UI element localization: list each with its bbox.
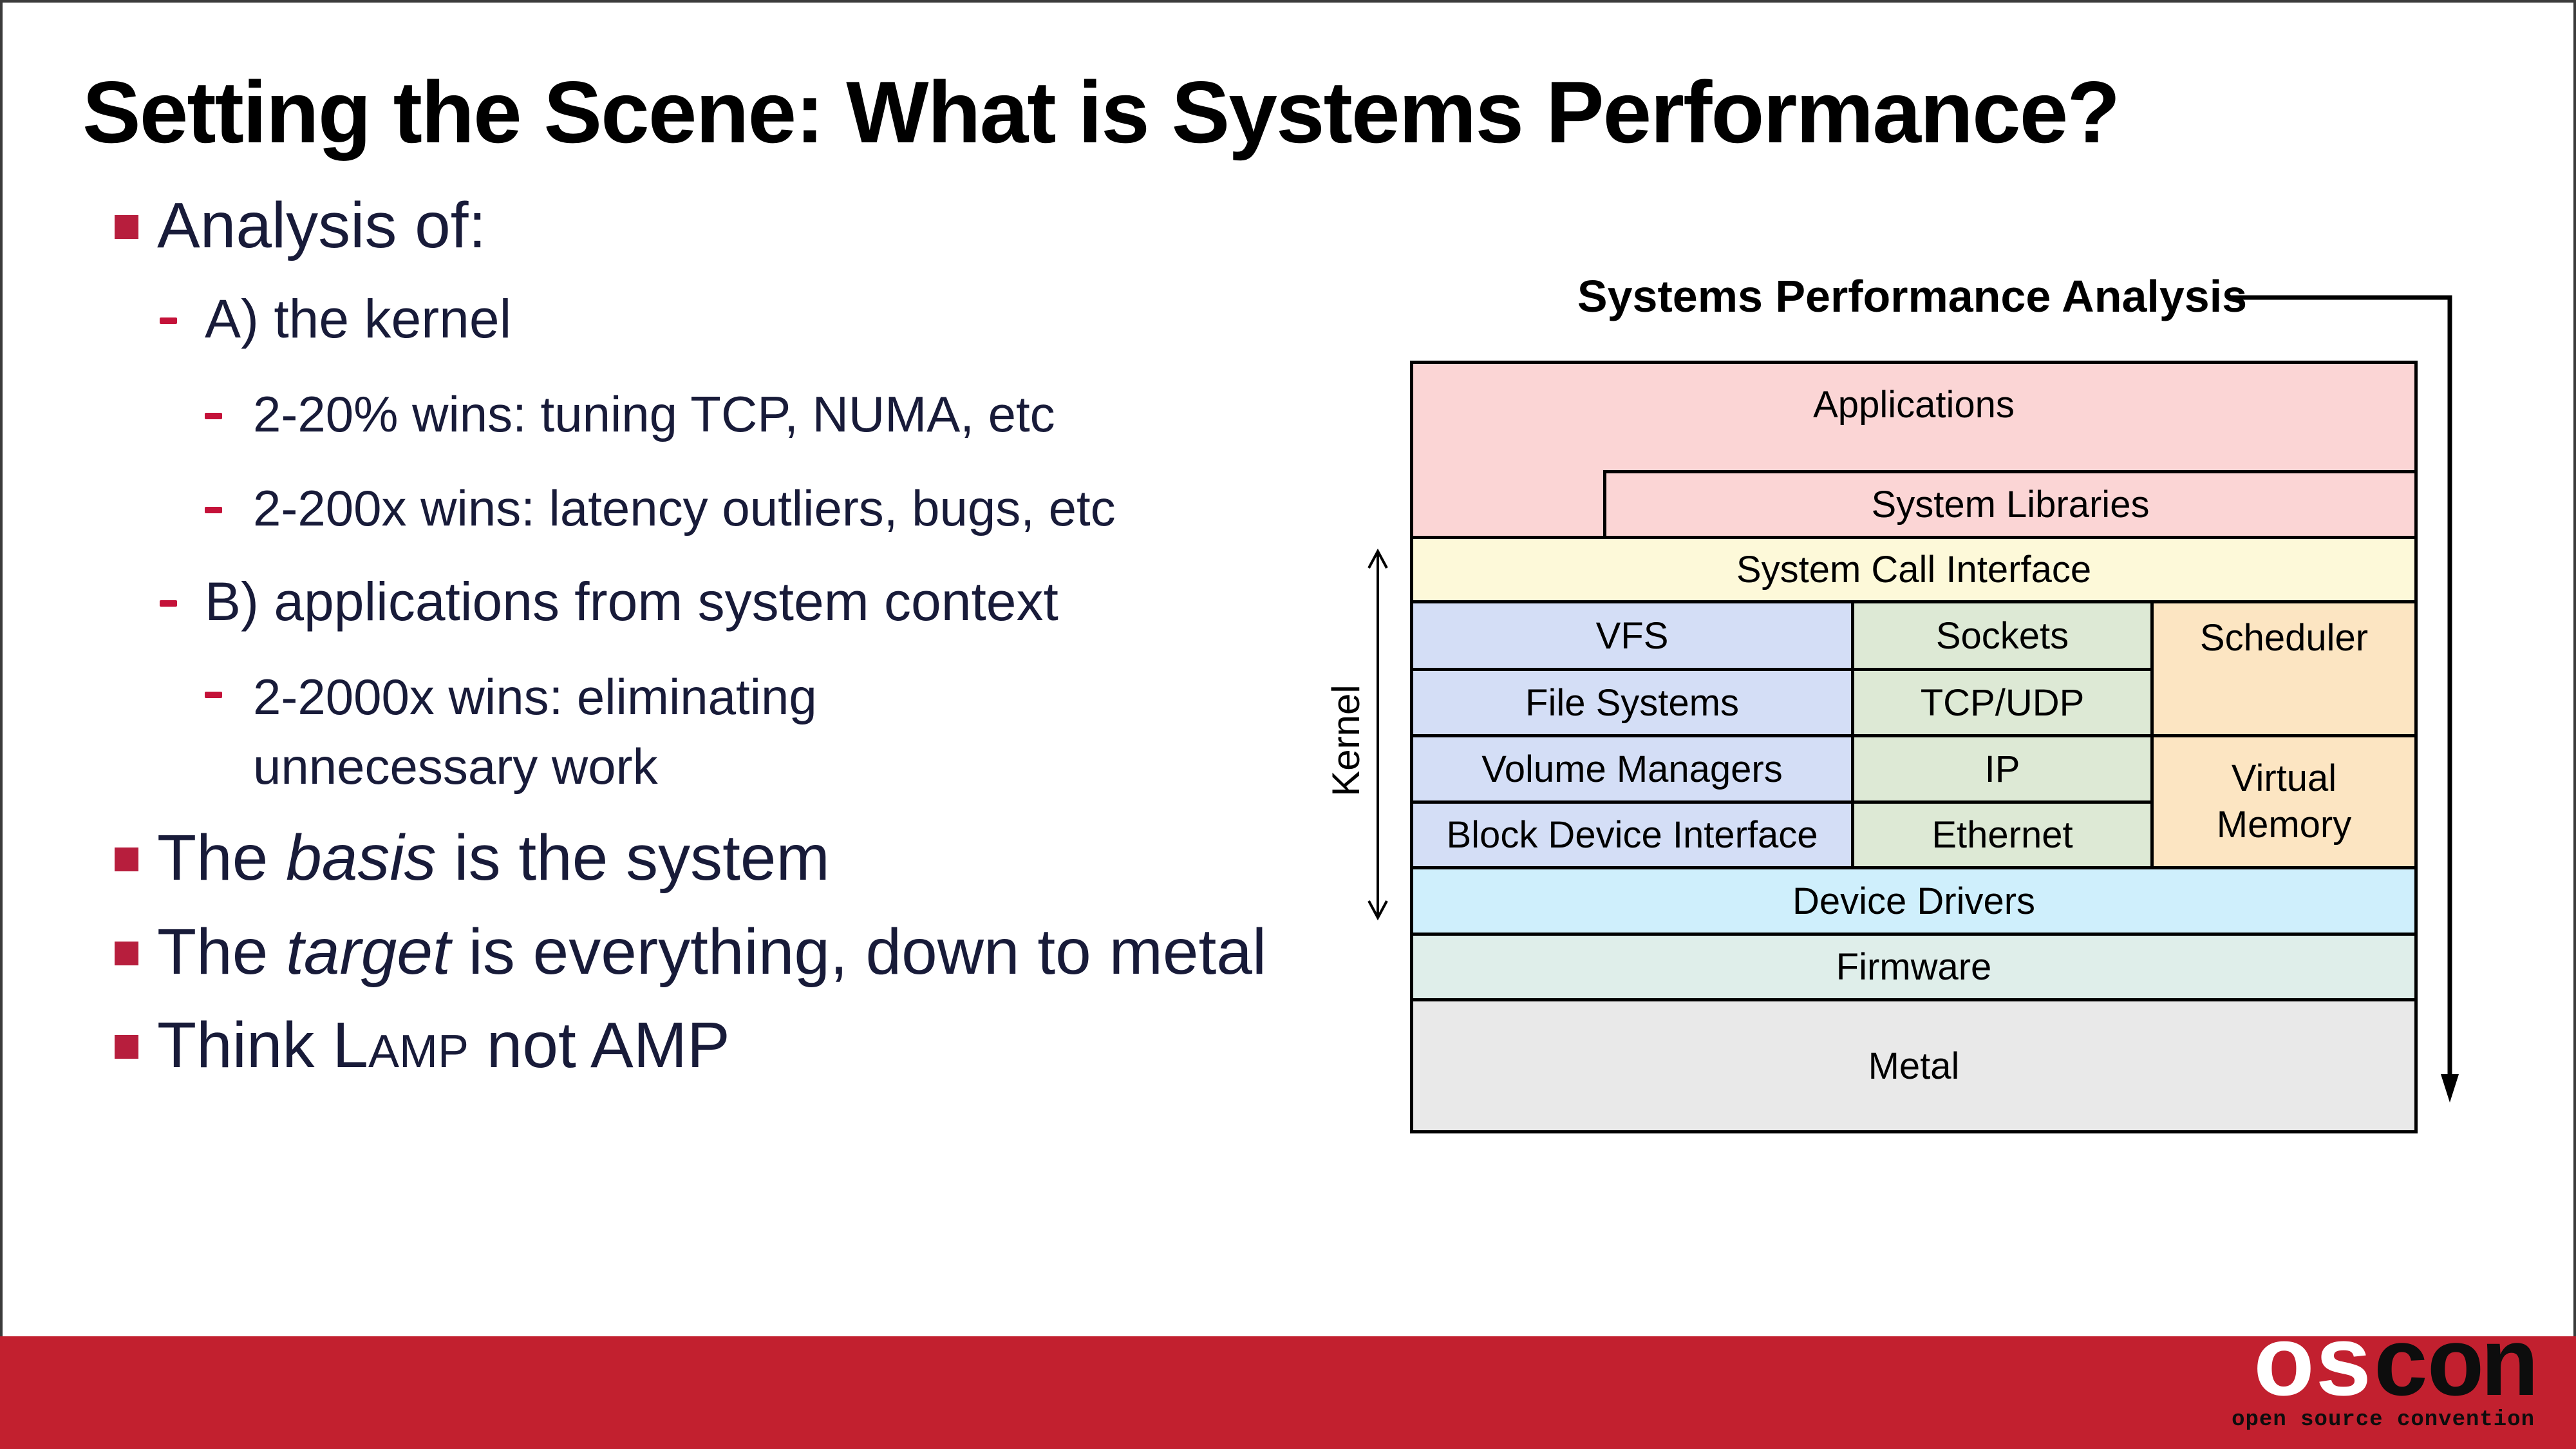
small-caps-word: AMP xyxy=(368,1026,469,1077)
kernel-range-arrow-icon xyxy=(1368,548,1388,921)
bullet-item-2-2000x-wins: 2-2000x wins: eliminating unnecessary wo… xyxy=(205,662,974,801)
bullet-item-b-applications: B) applications from system context xyxy=(160,568,1058,636)
analysis-scope-arrow-icon xyxy=(2231,295,2459,1103)
box-vfs: VFS xyxy=(1410,600,1854,671)
bullet-square-icon xyxy=(115,848,138,871)
box-scheduler: Scheduler xyxy=(2150,600,2418,737)
page-title: Setting the Scene: What is Systems Perfo… xyxy=(82,63,2120,161)
bullet-item-think-lamp: Think LAMP not AMP xyxy=(115,1005,730,1092)
bullet-item-the-target: The target is everything, down to metal xyxy=(115,912,1266,992)
box-firmware: Firmware xyxy=(1410,933,2418,1001)
box-ethernet: Ethernet xyxy=(1851,800,2154,869)
logo-con-text: con xyxy=(2372,1315,2539,1425)
box-system-libraries: System Libraries xyxy=(1603,470,2418,539)
logo-os-text: os xyxy=(2253,1305,2373,1416)
italic-word: target xyxy=(286,916,451,988)
bullet-square-icon xyxy=(115,215,138,239)
bullet-dash-icon xyxy=(205,507,222,513)
logo-subtitle: open source convention xyxy=(2232,1408,2535,1432)
bullet-square-icon xyxy=(115,942,138,965)
bullet-dash-icon xyxy=(205,692,222,698)
oscon-logo: oscon xyxy=(2253,1311,2539,1441)
footer-bar xyxy=(0,1336,2576,1449)
systems-stack-diagram: Applications System Libraries System Cal… xyxy=(1410,361,2418,1133)
box-device-drivers: Device Drivers xyxy=(1410,866,2418,936)
bullet-dash-icon xyxy=(160,317,177,324)
box-metal: Metal xyxy=(1410,998,2418,1133)
bullet-item-a-the-kernel: A) the kernel xyxy=(160,285,511,353)
box-tcp-udp: TCP/UDP xyxy=(1851,668,2154,737)
bullet-item-2-20-wins: 2-20% wins: tuning TCP, NUMA, etc xyxy=(205,383,1055,446)
kernel-label: Kernel xyxy=(1324,685,1368,797)
box-sockets: Sockets xyxy=(1851,600,2154,671)
box-ip: IP xyxy=(1851,734,2154,804)
bullet-item-2-200x-wins: 2-200x wins: latency outliers, bugs, etc xyxy=(205,477,1116,540)
bullet-dash-icon xyxy=(205,413,222,419)
box-volume-managers: Volume Managers xyxy=(1410,734,1854,804)
bullet-item-analysis-of: Analysis of: xyxy=(115,185,486,266)
box-virtual-memory: Virtual Memory xyxy=(2150,734,2418,869)
box-file-systems: File Systems xyxy=(1410,668,1854,737)
bullet-item-the-basis: The basis is the system xyxy=(115,818,830,898)
italic-word: basis xyxy=(286,822,437,894)
box-system-call-interface: System Call Interface xyxy=(1410,536,2418,603)
box-block-device-interface: Block Device Interface xyxy=(1410,800,1854,869)
bullet-dash-icon xyxy=(160,600,177,607)
bullet-square-icon xyxy=(115,1035,138,1059)
diagram-title: Systems Performance Analysis xyxy=(1577,271,2248,321)
